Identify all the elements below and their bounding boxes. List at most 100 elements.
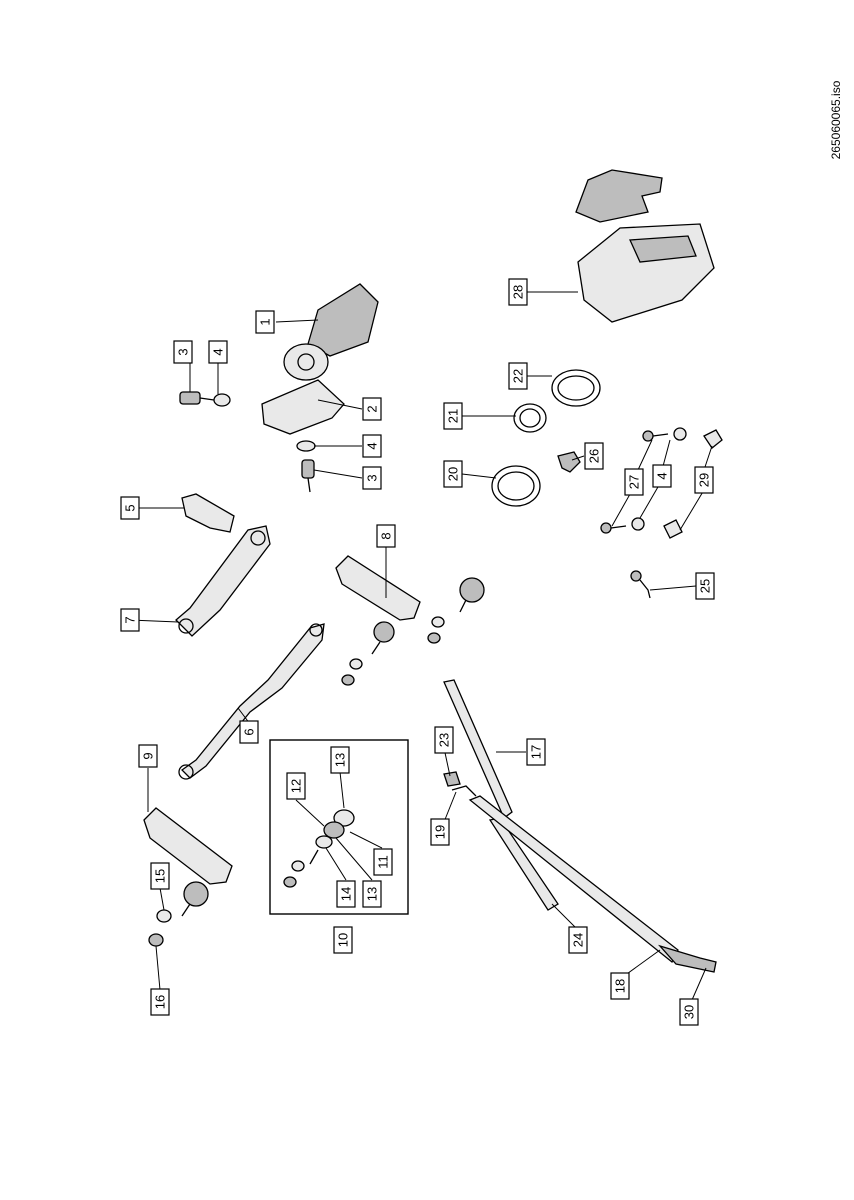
part-26-clip (557, 451, 581, 473)
svg-text:5: 5 (123, 504, 138, 511)
callout-3-upper: 3 (173, 340, 193, 364)
callout-17: 17 (526, 738, 546, 766)
callout-7: 7 (120, 608, 140, 632)
svg-text:4: 4 (655, 472, 670, 479)
part-8-pivot-housing-right (335, 555, 485, 686)
part-20-hose (491, 465, 541, 507)
callout-29: 29 (694, 466, 714, 494)
callout-4-upper: 4 (208, 340, 228, 364)
part-25-washer-jet (630, 570, 651, 599)
part-27-screw-lower (600, 522, 627, 534)
callout-5: 5 (120, 496, 140, 520)
callout-23: 23 (434, 726, 454, 754)
callout-15: 15 (150, 862, 170, 890)
part-18-wiper-arm (468, 795, 679, 964)
callout-4-right: 4 (652, 464, 672, 488)
callout-20: 20 (443, 460, 463, 488)
inset-spindle-parts (283, 809, 355, 888)
svg-text:2: 2 (365, 405, 380, 412)
part-4-washer-lower (296, 440, 316, 452)
svg-text:19: 19 (433, 825, 448, 839)
part-19-spring (451, 785, 477, 797)
callout-24: 24 (568, 926, 588, 954)
part-21-hose (513, 403, 547, 433)
callout-26: 26 (584, 442, 604, 470)
svg-text:18: 18 (613, 979, 628, 993)
svg-text:13: 13 (365, 887, 380, 901)
callout-27: 27 (624, 468, 644, 496)
svg-text:11: 11 (376, 855, 391, 869)
svg-text:3: 3 (176, 348, 191, 355)
svg-text:30: 30 (682, 1005, 697, 1019)
callout-30: 30 (679, 998, 699, 1026)
part-16-nut (148, 933, 164, 947)
part-29-plug-upper (703, 429, 723, 449)
part-28-motor-cover (575, 169, 715, 323)
part-3-bolt-upper (179, 391, 215, 405)
svg-text:26: 26 (587, 449, 602, 463)
part-30-wiper-arm-end (657, 944, 717, 973)
callout-18: 18 (610, 972, 630, 1000)
callout-6: 6 (239, 720, 259, 744)
svg-text:8: 8 (379, 532, 394, 539)
callout-13-upper: 13 (330, 746, 350, 774)
callout-16: 16 (150, 988, 170, 1016)
svg-text:27: 27 (627, 475, 642, 489)
part-5-crank (181, 493, 235, 533)
part-4-washer-right-upper (673, 427, 687, 441)
svg-text:14: 14 (339, 887, 354, 901)
part-9-pivot-housing-left (143, 807, 233, 917)
svg-text:15: 15 (153, 869, 168, 883)
callout-3-lower: 3 (362, 466, 382, 490)
part-15-washer (156, 909, 172, 923)
part-7-linkage-arm (175, 525, 271, 637)
callout-22: 22 (508, 362, 528, 390)
part-29-plug-lower (663, 519, 683, 539)
callout-13-lower: 13 (362, 880, 382, 908)
svg-text:25: 25 (698, 579, 713, 593)
callout-8: 8 (376, 524, 396, 548)
svg-text:23: 23 (437, 733, 452, 747)
svg-text:10: 10 (336, 933, 351, 947)
callout-25: 25 (695, 572, 715, 600)
svg-text:4: 4 (211, 348, 226, 355)
svg-text:9: 9 (141, 752, 156, 759)
callout-12: 12 (286, 772, 306, 800)
svg-text:28: 28 (511, 285, 526, 299)
svg-text:1: 1 (258, 318, 273, 325)
callout-11: 11 (373, 848, 393, 876)
svg-text:12: 12 (289, 779, 304, 793)
svg-text:3: 3 (365, 474, 380, 481)
part-23-retainer (443, 771, 461, 787)
document-id: 265060065.iso (829, 80, 843, 159)
svg-text:7: 7 (123, 616, 138, 623)
svg-text:21: 21 (446, 409, 461, 423)
part-1-wiper-motor (283, 283, 379, 381)
svg-text:4: 4 (365, 442, 380, 449)
part-2-motor-bracket (261, 379, 345, 435)
callout-10: 10 (333, 926, 353, 954)
callout-9: 9 (138, 744, 158, 768)
callout-19: 19 (430, 818, 450, 846)
svg-text:29: 29 (697, 473, 712, 487)
svg-text:22: 22 (511, 369, 526, 383)
part-17-wiper-blade-upper (443, 679, 513, 820)
svg-text:20: 20 (446, 467, 461, 481)
part-6-linkage-rod (178, 623, 325, 780)
part-4-washer-upper (213, 393, 231, 407)
callout-14: 14 (336, 880, 356, 908)
part-3-bolt-lower (301, 459, 315, 493)
svg-text:16: 16 (153, 995, 168, 1009)
svg-text:24: 24 (571, 933, 586, 947)
callout-2: 2 (362, 397, 382, 421)
svg-text:6: 6 (242, 728, 257, 735)
part-22-hose (551, 369, 601, 407)
part-27-screw-upper (642, 430, 669, 442)
callout-4-middle: 4 (362, 434, 382, 458)
callout-21: 21 (443, 402, 463, 430)
callout-28: 28 (508, 278, 528, 306)
inset-10-spindle-detail (269, 739, 409, 915)
callout-1: 1 (255, 310, 275, 334)
svg-text:13: 13 (333, 753, 348, 767)
